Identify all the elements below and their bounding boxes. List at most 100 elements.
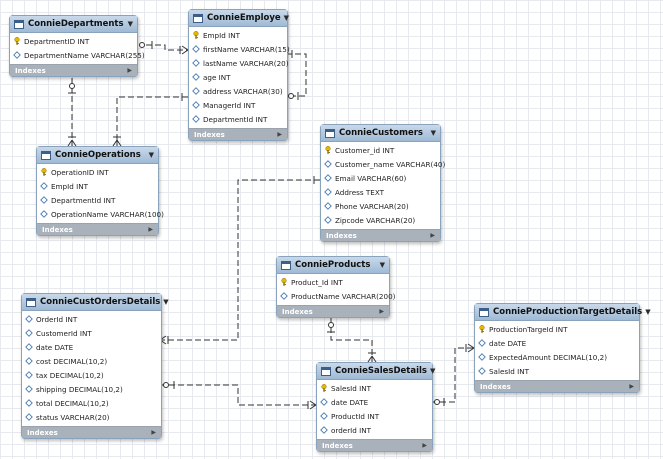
column-row[interactable]: Zipcode VARCHAR(20) <box>321 213 440 227</box>
column-row[interactable]: status VARCHAR(20) <box>22 410 161 424</box>
key-icon <box>14 37 20 45</box>
table-header[interactable]: ConnieProducts▼ <box>277 257 389 274</box>
indexes-section[interactable]: Indexes▶ <box>37 223 158 235</box>
indexes-section[interactable]: Indexes▶ <box>22 426 161 438</box>
rel-customers-custorders <box>160 179 320 341</box>
indexes-section[interactable]: Indexes ▶ <box>10 64 137 76</box>
expand-arrow-icon[interactable]: ▶ <box>277 131 282 138</box>
indexes-label: Indexes <box>326 231 357 240</box>
column-row[interactable]: EmpId INT <box>37 179 158 193</box>
column-label: ProductName VARCHAR(200) <box>291 291 396 301</box>
column-row[interactable]: lastName VARCHAR(20) <box>189 56 289 70</box>
column-label: DepartmentId INT <box>203 114 268 124</box>
indexes-label: Indexes <box>15 66 46 75</box>
column-row[interactable]: ProductId INT <box>317 409 432 423</box>
column-row[interactable]: DepartmentId INT <box>37 193 158 207</box>
column-row[interactable]: orderId INT <box>317 423 432 437</box>
indexes-label: Indexes <box>480 382 511 391</box>
column-label: Phone VARCHAR(20) <box>335 201 409 211</box>
table-header[interactable]: ConnieCustOrdersDetails▼ <box>22 294 169 311</box>
column-row[interactable]: OperationID INT <box>37 165 158 179</box>
column-row[interactable]: EmpId INT <box>189 28 287 42</box>
column-row[interactable]: SalesId INT <box>475 364 639 378</box>
indexes-section[interactable]: Indexes▶ <box>317 439 432 451</box>
column-row[interactable]: DepartmentId INT <box>189 112 287 126</box>
table-header[interactable]: ConnieEmploye▼ <box>189 10 290 27</box>
table-connie-custorders-details[interactable]: ConnieCustOrdersDetails▼ OrderId INT Custo… <box>21 293 169 439</box>
column-diamond-icon <box>25 385 33 393</box>
table-header[interactable]: ConnieCustomers▼ <box>321 125 440 142</box>
indexes-section[interactable]: Indexes ▶ <box>321 229 440 241</box>
column-label: ProductionTargeId INT <box>489 324 568 334</box>
column-label: address VARCHAR(30) <box>203 86 283 96</box>
table-connie-products[interactable]: ConnieProducts▼Product_Id INT ProductName… <box>276 256 395 318</box>
column-row[interactable]: address VARCHAR(30) <box>189 84 287 98</box>
column-row[interactable]: age INT <box>189 70 287 84</box>
expand-arrow-icon[interactable]: ▶ <box>422 442 427 449</box>
indexes-section[interactable]: Indexes ▶ <box>277 305 389 317</box>
column-row[interactable]: Phone VARCHAR(20) <box>321 199 440 213</box>
dropdown-arrow-icon[interactable]: ▼ <box>429 367 436 375</box>
column-row[interactable]: Product_Id INT <box>277 275 389 289</box>
expand-arrow-icon[interactable]: ▶ <box>127 67 132 74</box>
expand-arrow-icon[interactable]: ▶ <box>148 226 153 233</box>
dropdown-arrow-icon[interactable]: ▼ <box>645 308 651 316</box>
column-row[interactable]: tax DECIMAL(10,2) <box>22 368 161 382</box>
dropdown-arrow-icon[interactable]: ▼ <box>148 151 154 159</box>
expand-arrow-icon[interactable]: ▶ <box>379 308 384 315</box>
column-row[interactable]: Customer_id INT <box>321 143 440 157</box>
column-label: OrderId INT <box>36 314 78 324</box>
column-row[interactable]: SalesId INT <box>317 381 432 395</box>
column-row[interactable]: date DATE <box>475 336 639 350</box>
column-row[interactable]: OrderId INT <box>22 312 161 326</box>
column-row[interactable]: Customer_name VARCHAR(40) <box>321 157 445 171</box>
column-row[interactable]: CustomerId INT <box>22 326 161 340</box>
column-row[interactable]: DepartmentName VARCHAR(255) <box>10 48 145 62</box>
indexes-label: Indexes <box>194 130 225 139</box>
indexes-section[interactable]: Indexes ▶ <box>475 380 639 392</box>
dropdown-arrow-icon[interactable]: ▼ <box>163 298 169 306</box>
column-row[interactable]: ProductionTargeId INT <box>475 322 639 336</box>
table-header[interactable]: ConnieSalesDetails▼ <box>317 363 436 380</box>
column-diamond-icon <box>324 202 332 210</box>
dropdown-arrow-icon[interactable]: ▼ <box>127 20 133 28</box>
column-row[interactable]: date DATE <box>317 395 432 409</box>
column-row[interactable]: cost DECIMAL(10,2) <box>22 354 161 368</box>
table-icon <box>193 13 203 23</box>
table-header[interactable]: ConnieDepartments▼ <box>10 16 137 33</box>
column-row[interactable]: ProductName VARCHAR(200) <box>277 289 395 303</box>
column-row[interactable]: firstName VARCHAR(15) <box>189 42 290 56</box>
expand-arrow-icon[interactable]: ▶ <box>430 232 435 239</box>
column-row[interactable]: DepartmentID INT <box>10 34 137 48</box>
column-row[interactable]: total DECIMAL(10,2) <box>22 396 161 410</box>
column-row[interactable]: ExpectedAmount DECIMAL(10,2) <box>475 350 639 364</box>
expand-arrow-icon[interactable]: ▶ <box>629 383 634 390</box>
column-row[interactable]: OperationName VARCHAR(100) <box>37 207 164 221</box>
expand-arrow-icon[interactable]: ▶ <box>151 429 156 436</box>
indexes-label: Indexes <box>282 307 313 316</box>
dropdown-arrow-icon[interactable]: ▼ <box>430 129 436 137</box>
table-header[interactable]: ConnieOperations▼ <box>37 147 158 164</box>
column-row[interactable]: date DATE <box>22 340 161 354</box>
dropdown-arrow-icon[interactable]: ▼ <box>283 14 290 22</box>
column-row[interactable]: Email VARCHAR(60) <box>321 171 440 185</box>
column-diamond-icon <box>478 339 486 347</box>
column-label: shipping DECIMAL(10,2) <box>36 384 123 394</box>
dropdown-arrow-icon[interactable]: ▼ <box>379 261 385 269</box>
column-row[interactable]: Address TEXT <box>321 185 440 199</box>
column-diamond-icon <box>192 59 200 67</box>
column-row[interactable]: shipping DECIMAL(10,2) <box>22 382 161 396</box>
table-icon <box>26 297 36 307</box>
indexes-section[interactable]: Indexes ▶ <box>189 128 287 140</box>
table-header[interactable]: ConnieProductionTargetDetails▼ <box>475 304 651 321</box>
table-connie-production-target-details[interactable]: ConnieProductionTargetDetails▼ Production… <box>474 303 651 393</box>
column-diamond-icon <box>478 367 486 375</box>
column-row[interactable]: ManagerId INT <box>189 98 287 112</box>
